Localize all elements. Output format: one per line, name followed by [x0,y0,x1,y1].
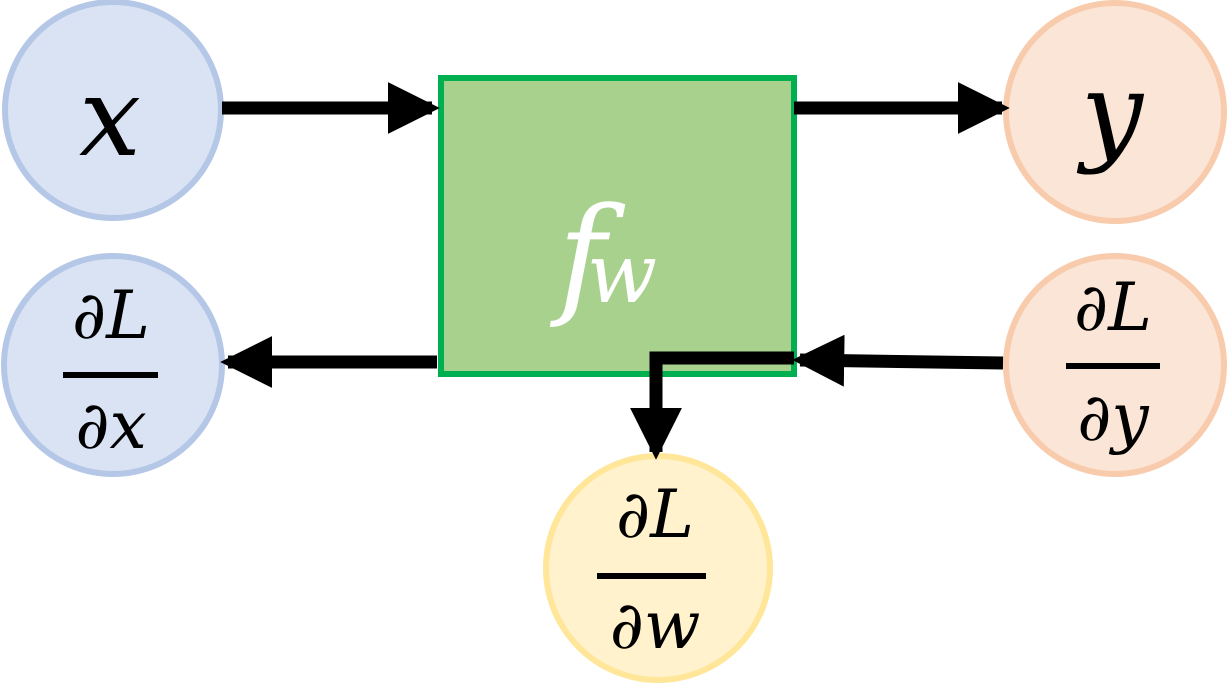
input-circle [2,0,224,221]
arrow-dy-to-f [792,334,1004,387]
input-label: x [79,53,141,181]
output-label: y [1076,48,1145,176]
grad-x-numerator: ∂L [72,277,150,354]
arrows [220,82,1010,460]
grad-y-node: ∂L ∂y [1003,253,1227,477]
grad-w-node: ∂L ∂w [543,453,773,683]
function-subscript: w [587,227,657,322]
grad-x-denominator: ∂x [75,387,146,464]
grad-w-denominator: ∂w [610,587,701,664]
grad-y-numerator: ∂L [1074,269,1152,346]
input-node-x: x [2,0,224,221]
grad-w-numerator: ∂L [616,476,694,553]
arrow-f-to-dw [630,351,794,460]
grad-y-denominator: ∂y [1077,379,1149,456]
function-block: f w [438,75,797,377]
function-rect [438,75,797,377]
grad-x-node: ∂L ∂x [1,253,225,477]
output-node-y: y [1003,0,1227,224]
